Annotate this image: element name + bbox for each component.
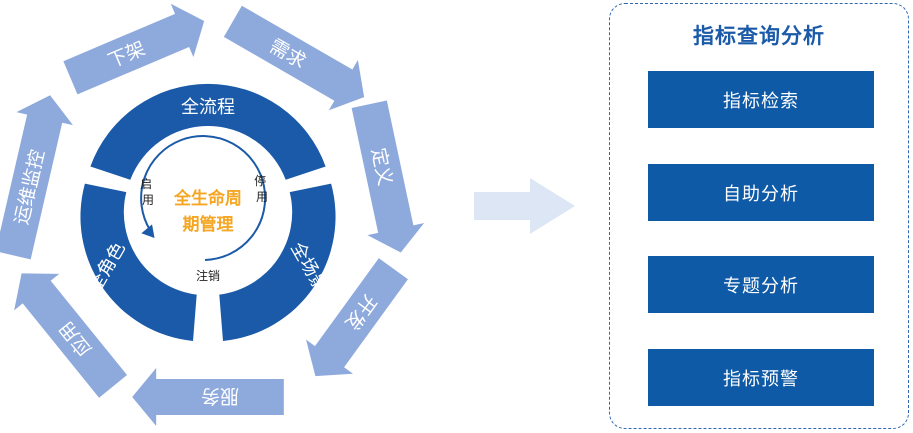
label-enable: 启 用 xyxy=(140,177,156,207)
cycle-arrow-line xyxy=(140,135,267,261)
metric-alert-button[interactable]: 指标预警 xyxy=(648,349,874,406)
panel-title: 指标查询分析 xyxy=(693,24,825,48)
flow-arrow-icon xyxy=(474,178,575,234)
self-analysis-button[interactable]: 自助分析 xyxy=(648,164,874,221)
center-cycle: 全生命周 期管理 启 用 停 用 注销 xyxy=(140,135,270,283)
metric-query-panel: 指标查询分析 指标检索 自助分析 专题分析 指标预警 xyxy=(609,3,909,429)
outer-step-arrow-xiajia xyxy=(63,3,205,95)
topic-analysis-button[interactable]: 专题分析 xyxy=(648,256,874,313)
label-cancel: 注销 xyxy=(196,268,220,283)
outer-step-yunwei: 运维监控 xyxy=(0,95,73,260)
ring-segment-left xyxy=(80,183,197,341)
outer-step-arrow-dingyi xyxy=(351,100,425,253)
metric-search-button[interactable]: 指标检索 xyxy=(648,71,874,128)
inner-ring: 全流程 全角色 全场景 xyxy=(80,83,336,341)
label-disable: 停 用 xyxy=(254,173,270,204)
outer-step-arrow-yunwei xyxy=(0,95,73,260)
ring-segment-right xyxy=(219,183,336,341)
label-enable-char2: 用 xyxy=(142,193,154,207)
outer-step-arrow-kaifa xyxy=(306,258,408,377)
outer-step-arrow-yingyong xyxy=(14,273,128,398)
center-title-line1: 全生命周 xyxy=(173,188,242,209)
lifecycle-diagram: 下架需求定义开发服务应用运维监控 全流程 全角色 全场景 全生命周 期管理 启 … xyxy=(0,3,425,426)
outer-step-fuwu: 服务 xyxy=(132,368,284,426)
outer-step-label-fuwu: 服务 xyxy=(201,385,239,407)
cycle-arrow-head-icon xyxy=(141,224,155,239)
outer-step-dingyi: 定义 xyxy=(351,100,425,253)
outer-arrow-ring: 下架需求定义开发服务应用运维监控 xyxy=(0,3,425,426)
center-title-line2: 期管理 xyxy=(183,214,234,235)
outer-step-arrow-xuqiu xyxy=(223,5,365,111)
outer-step-xiajia: 下架 xyxy=(63,3,205,95)
ring-label-top: 全流程 xyxy=(181,97,235,118)
label-enable-char1: 启 xyxy=(140,177,152,191)
ring-segment-top xyxy=(90,83,326,180)
label-disable-char2: 用 xyxy=(256,190,268,204)
outer-step-arrow-fuwu xyxy=(132,368,284,426)
label-disable-char1: 停 xyxy=(254,173,266,188)
